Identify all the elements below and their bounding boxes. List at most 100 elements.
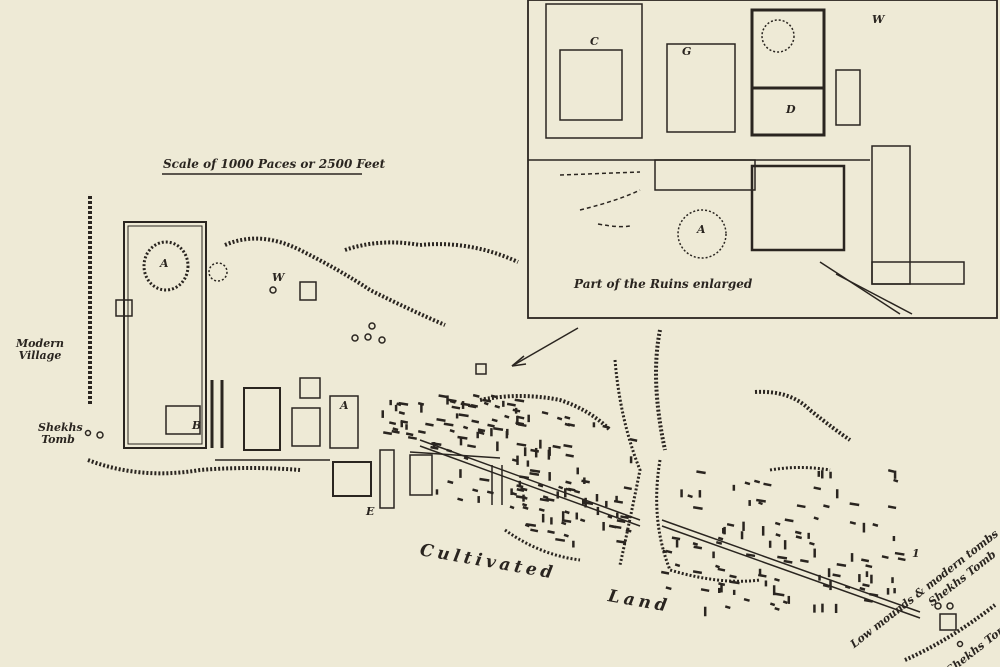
marker-c-inset: C [590, 35, 599, 48]
label-shekhs-tomb-west: Shekhs Tomb [38, 421, 83, 446]
ruin-fragment [774, 577, 780, 582]
ruin-fragment [512, 408, 521, 413]
ruin-fragment [556, 416, 563, 421]
ruin-fragment [565, 480, 572, 485]
ridge [224, 236, 446, 327]
ruin-fragment [564, 422, 571, 427]
ruin-fragment [625, 514, 632, 519]
ruin-fragment [471, 419, 480, 424]
inset-building-a [750, 8, 826, 137]
ruin-fragment [729, 580, 740, 585]
ruin-fragment [425, 422, 434, 427]
ruin-fragment [405, 432, 414, 437]
ruin-fragment [449, 428, 455, 433]
inset-mound-a [677, 209, 727, 259]
ruin-fragment [756, 498, 766, 503]
ruin-fragment [482, 398, 492, 403]
ruin-fragment [849, 502, 860, 507]
ruin-fragment [417, 401, 425, 406]
ruin-fragment [547, 530, 555, 534]
ruin-fragment [487, 423, 495, 428]
ruin-fragment [836, 563, 847, 568]
ruin-fragment [545, 497, 555, 502]
inset-building-c [545, 3, 643, 139]
ruin-fragment [715, 564, 721, 569]
ruin-fragment [447, 480, 454, 485]
ruin-fragment [467, 444, 476, 449]
label-modern-village: Modern Village [16, 337, 64, 362]
ruin-fragment [516, 488, 525, 492]
ruin-fragment [470, 403, 479, 408]
ruin-fragment [525, 523, 537, 528]
ruin-fragment [519, 475, 530, 480]
marker-a-inset: A [697, 223, 706, 236]
ruin-fragment [516, 442, 527, 447]
ruin-fragment [671, 536, 681, 541]
ruin-fragment [763, 482, 772, 487]
ruin-fragment [774, 606, 780, 611]
ruin-fragment [574, 489, 581, 494]
ruin-fragment [479, 477, 490, 482]
ruin-fragment [897, 557, 906, 562]
ruin-fragment [754, 479, 761, 484]
ruin-fragment [451, 405, 461, 410]
ruin-fragment [769, 602, 776, 607]
marker-a: A [160, 257, 169, 270]
ruin-fragment [446, 448, 453, 453]
ruin-fragment [693, 545, 703, 550]
ruin-fragment [887, 469, 895, 473]
ruin-fragment [743, 598, 750, 602]
ruin-fragment [558, 485, 564, 490]
ruin-fragment [777, 555, 788, 560]
ruin-fragment [457, 497, 464, 502]
ruin-fragment [400, 419, 409, 424]
ruin-fragment [472, 393, 480, 398]
building-b [165, 405, 201, 435]
ruin-fragment [561, 521, 567, 526]
ruin-fragment [383, 431, 393, 436]
ruin-fragment [561, 519, 572, 524]
ruin-fragment [530, 528, 539, 533]
ruin-fragment [724, 605, 731, 610]
ruin-fragment [692, 506, 703, 511]
ruin-fragment [862, 583, 870, 588]
ruin-fragment [849, 520, 857, 525]
ruin-fragment [894, 551, 905, 556]
ruin-fragment [552, 444, 561, 449]
marker-b: B [192, 419, 202, 432]
ruin-fragment [458, 413, 469, 418]
ruin-fragment [611, 525, 622, 530]
ruin-fragment [869, 592, 879, 597]
ruin-fragment [514, 398, 525, 403]
ruin-fragment [477, 428, 486, 433]
ruin-fragment [687, 494, 693, 499]
ruin-fragment [782, 600, 788, 605]
ruin-fragment [774, 521, 781, 526]
inset-caption: Part of the Ruins enlarged [574, 277, 753, 291]
ruin-fragment [813, 516, 819, 521]
ruin-fragment [757, 573, 767, 578]
ruin-fragment [625, 528, 632, 533]
ruin-fragment [457, 435, 468, 440]
building [243, 387, 281, 451]
ruin-fragment [472, 488, 479, 493]
ruin-fragment [491, 418, 498, 423]
ruin-fragment [537, 483, 544, 488]
ruin-fragment [784, 518, 794, 523]
ruin-fragment [398, 411, 405, 415]
ruin-fragment [800, 558, 809, 563]
ruin-fragment [564, 510, 570, 515]
ruin-fragment [881, 555, 889, 560]
ruin-fragment [623, 486, 632, 491]
ruin-fragment [620, 515, 629, 520]
main-street [419, 439, 641, 521]
ruin-fragment [431, 441, 442, 446]
ruin-fragment [490, 394, 498, 399]
ruin-fragment [887, 505, 897, 510]
ruin-fragment [616, 539, 627, 544]
ruin-fragment [407, 435, 417, 440]
ruin-fragment [823, 504, 830, 509]
ruin-fragment [729, 574, 737, 579]
marker-a-2: A [340, 399, 349, 412]
